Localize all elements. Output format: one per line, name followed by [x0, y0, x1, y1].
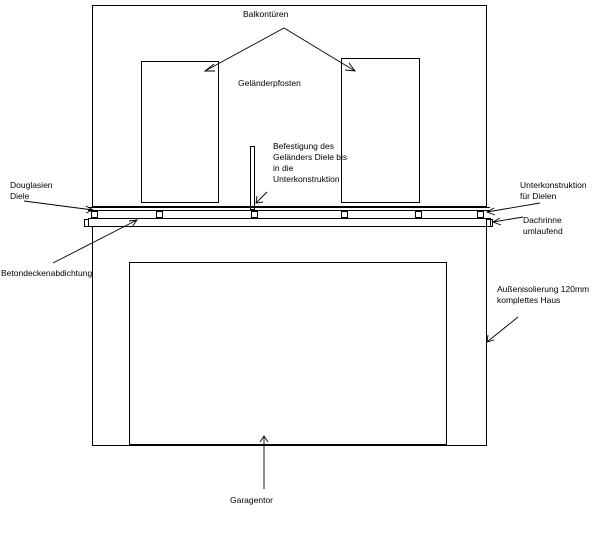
arrow-balkontueren-left: [204, 27, 285, 72]
arrowhead-douglasien: [85, 205, 95, 214]
joist: [156, 211, 163, 218]
arrowhead-garagentor: [259, 435, 269, 443]
label-betondeckenabdichtung: Betondeckenabdichtung: [1, 268, 93, 278]
label-aussenisolierung: Außenisolierung 120mm komplettes Haus: [497, 284, 590, 305]
label-balkontueren: Balkontüren: [243, 9, 289, 19]
arrow-aussenisolierung: [486, 316, 519, 343]
arrow-dachrinne: [492, 216, 524, 223]
label-garagentor: Garagentor: [230, 495, 273, 505]
joist: [415, 211, 422, 218]
upper-storey-wall: [92, 5, 487, 207]
joist: [251, 211, 258, 218]
arrow-balkontueren-right: [283, 27, 356, 72]
garage-door: [129, 262, 447, 445]
arrow-unterkonstruktion: [486, 202, 541, 213]
arrow-douglasien: [23, 200, 94, 211]
label-douglasien-diele: Douglasien Diele: [10, 180, 53, 201]
label-befestigung: Befestigung des Geländers Diele bis in d…: [273, 141, 348, 184]
balcony-door-left: [141, 61, 219, 203]
gutter-left: [84, 219, 89, 227]
label-unterkonstruktion: Unterkonstruktion für Dielen: [520, 180, 587, 201]
joist: [477, 211, 484, 218]
arrow-befestigung: [255, 191, 268, 204]
label-gelaenderpfosten: Geländerpfosten: [238, 78, 301, 88]
balcony-door-right: [341, 58, 420, 203]
arrowhead-right: [344, 62, 356, 72]
arrowhead-unterkonstruktion: [485, 207, 496, 216]
label-dachrinne: Dachrinne umlaufend: [523, 215, 563, 236]
joist: [91, 211, 98, 218]
gutter-right: [486, 219, 493, 227]
joist: [341, 211, 348, 218]
arrowhead-befestigung: [255, 195, 264, 204]
arrowhead-aussenisolierung: [486, 334, 495, 343]
concrete-slab: [88, 218, 491, 227]
railing-post: [250, 146, 255, 210]
arrowhead-left: [203, 63, 215, 72]
arrow-betondecke: [52, 219, 138, 264]
arrowhead-betondecke: [128, 219, 138, 228]
arrowhead-dachrinne: [491, 217, 502, 226]
